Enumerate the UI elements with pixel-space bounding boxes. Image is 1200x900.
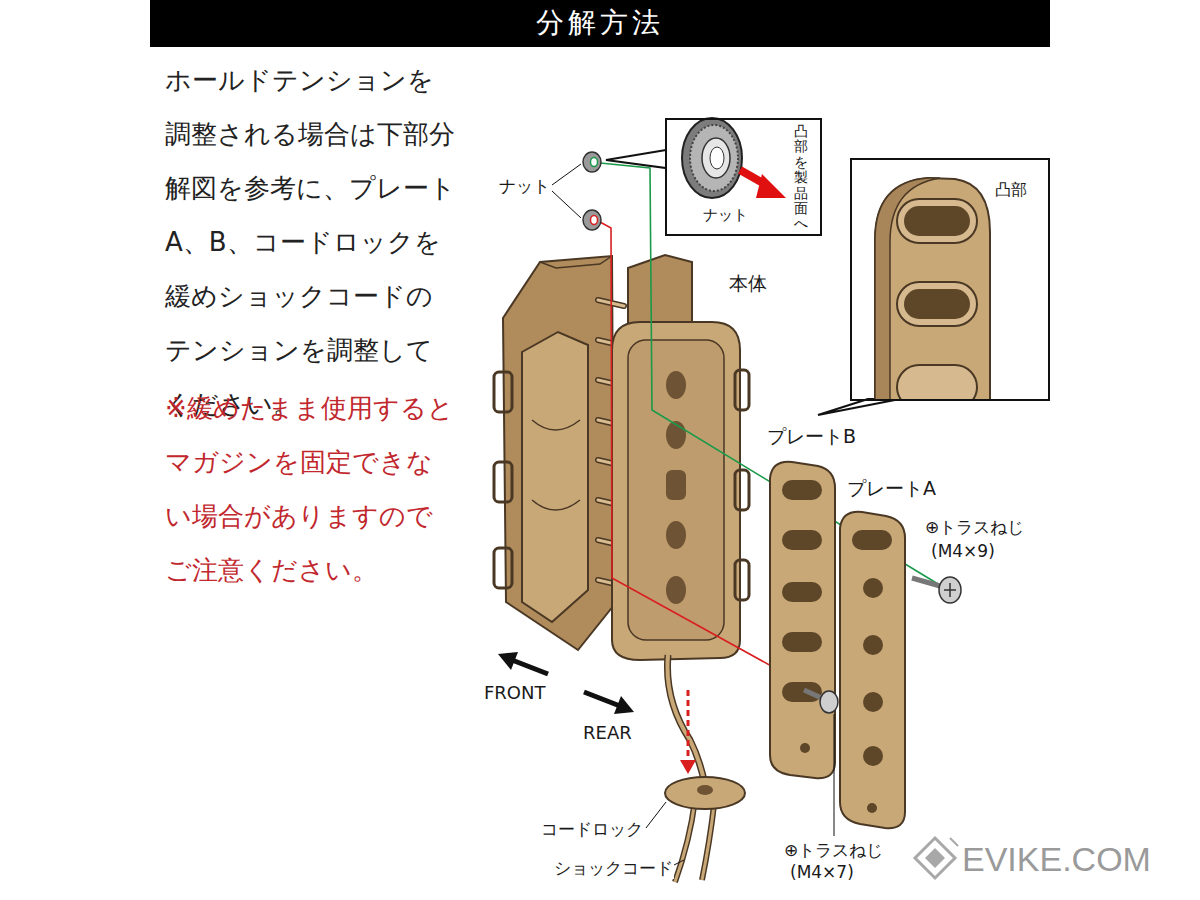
part-name: プレートB: [766, 425, 857, 449]
part-name: コードロック: [540, 819, 644, 840]
warning-note: ※緩めたまま使用するとマガジンを固定できない場合がありますのでご注意ください。: [165, 381, 457, 597]
nut-callout-box: ナット 凸部を製品面へ: [665, 118, 822, 236]
part-name: プレートA: [846, 477, 937, 501]
title-band: [150, 0, 1050, 47]
direction-label: REAR: [582, 722, 633, 745]
part-feature: 凸部: [995, 180, 1027, 200]
part-name: 本体: [728, 272, 768, 296]
callout-note: 凸部を製品面へ: [794, 124, 808, 232]
plate-callout-box: 凸部: [850, 158, 1050, 401]
screw-name: ⊕トラスねじ: [783, 840, 884, 861]
screw-size: (M4×7): [789, 862, 855, 883]
part-name: ナット: [498, 176, 551, 197]
screw-name: ⊕トラスねじ: [924, 517, 1025, 538]
part-name: ナット: [703, 206, 748, 225]
title-text: 分解方法: [150, 5, 1050, 41]
screw-size: (M4×9): [930, 541, 996, 562]
part-name: ショックコード: [553, 858, 674, 879]
watermark: EVIKE.COM: [962, 838, 1151, 881]
direction-label: FRONT: [483, 682, 547, 705]
instruction-text: ホールドテンションを調整される場合は下部分解図を参考に、プレートA、B、コードロ…: [165, 53, 457, 431]
